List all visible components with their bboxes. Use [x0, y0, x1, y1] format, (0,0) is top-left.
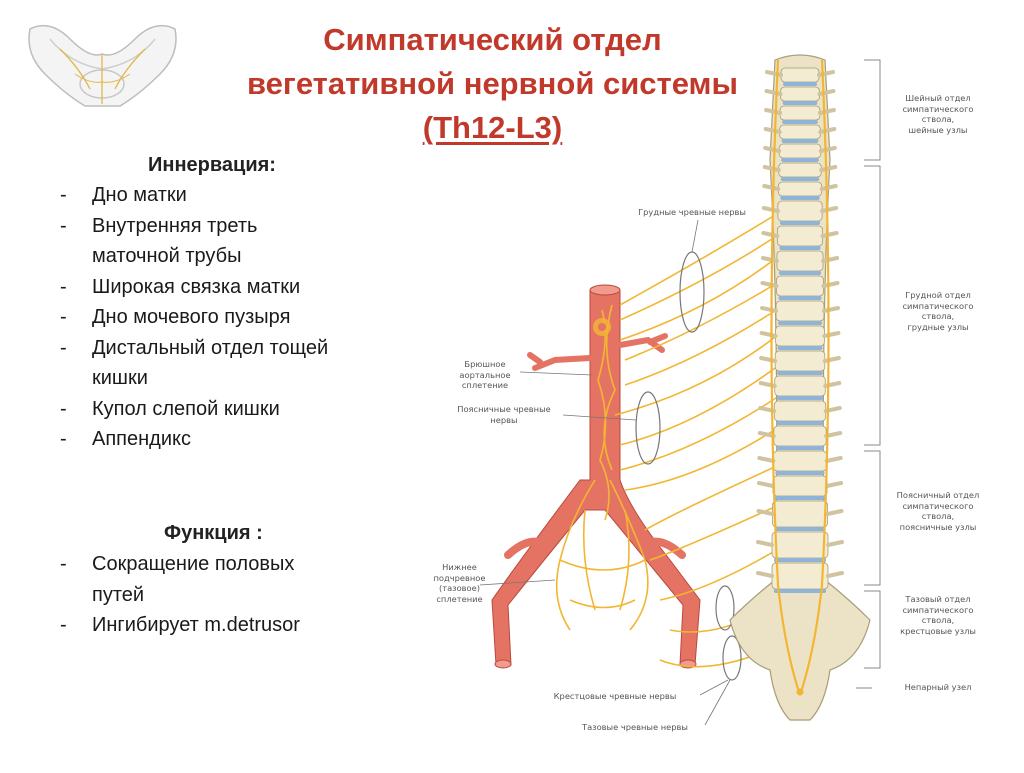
intervertebral-disc	[777, 346, 823, 350]
page-title: Симпатический отдел вегетативной нервной…	[200, 18, 785, 150]
list-item: Внутренняя треть маточной трубы	[58, 211, 302, 272]
vertebra	[771, 531, 829, 559]
transverse-process	[765, 70, 835, 77]
transverse-process	[764, 108, 836, 115]
label-inferior-hypogastric: Нижнее подчревное (тазовое) сплетение	[433, 562, 486, 604]
leader-lines	[479, 219, 731, 726]
title-line-1: Симпатический отдел	[323, 22, 662, 57]
transverse-process	[762, 165, 838, 172]
vertebra	[779, 105, 821, 121]
intervertebral-disc	[780, 196, 820, 200]
transverse-process	[761, 231, 839, 238]
intervertebral-disc	[778, 271, 822, 275]
vertebra	[776, 275, 824, 297]
vertebra	[774, 350, 826, 372]
vertebra	[773, 400, 827, 422]
intervertebral-disc	[782, 120, 818, 124]
transverse-process	[756, 481, 844, 488]
label-pelvic: Тазовый отдел симпатического ствола, кре…	[900, 594, 976, 636]
list-item: Купол слепой кишки	[58, 394, 388, 425]
vertebra	[780, 86, 820, 102]
transverse-process	[760, 281, 840, 288]
intervertebral-disc	[783, 82, 817, 86]
innervation-heading: Иннервация:	[148, 154, 276, 176]
transverse-process	[761, 206, 839, 213]
title-line-3: (Th12-L3)	[422, 110, 563, 145]
label-lumbar-splanchnic: Поясничные чревные нервы	[457, 404, 551, 425]
intervertebral-disc	[777, 371, 823, 375]
intervertebral-disc	[776, 396, 824, 400]
region-brackets	[856, 59, 881, 689]
transverse-process	[763, 146, 837, 153]
vertebra	[775, 325, 825, 347]
transverse-process	[756, 540, 844, 547]
intervertebral-disc	[781, 158, 819, 162]
sympathetic-chain-diagram: Шейный отдел симпатического ствола, шейн…	[380, 40, 1024, 768]
list-item: Ингибирует m.detrusor	[58, 610, 358, 641]
list-item: Дистальный отдел тощей кишки	[58, 333, 388, 394]
intervertebral-disc	[780, 177, 820, 181]
intervertebral-disc	[774, 558, 826, 562]
intervertebral-disc	[774, 589, 826, 593]
vertebra	[777, 181, 823, 197]
label-sacral-splanchnic: Крестцовые чревные нервы	[553, 691, 677, 701]
label-thoracic-splanchnic: Грудные чревные нервы	[638, 207, 746, 217]
intervertebral-disc	[774, 527, 826, 531]
vertebra	[776, 250, 824, 272]
transverse-process	[759, 331, 841, 338]
vertebra	[772, 450, 828, 472]
intervertebral-disc	[781, 139, 819, 143]
callout-ellipses	[635, 251, 742, 681]
label-ganglion-impar: Непарный узел	[904, 682, 972, 692]
vertebra	[772, 500, 828, 528]
title-line-2: вегетативной нервной системы	[247, 66, 738, 101]
vertebra	[777, 200, 823, 222]
transverse-process	[764, 89, 836, 96]
intervertebral-disc	[774, 496, 826, 500]
vertebra	[773, 425, 827, 447]
label-pelvic-splanchnic: Тазовые чревные нервы	[582, 722, 688, 732]
vertebra	[772, 475, 828, 497]
list-item: Широкая связка матки	[58, 272, 388, 303]
list-item: Аппендикс	[58, 424, 388, 455]
list-item: Дно матки	[58, 180, 388, 211]
intervertebral-disc	[779, 246, 821, 250]
list-item: Дно мочевого пузыря	[58, 302, 388, 333]
spine-and-nerves-illustration	[479, 54, 881, 726]
transverse-process	[756, 509, 844, 516]
label-abdominal-plexus: Брюшное аортальное сплетение	[459, 359, 511, 390]
vertebra	[774, 375, 826, 397]
transverse-process	[757, 456, 843, 463]
transverse-process	[760, 256, 840, 263]
pelvis-thumbnail-icon	[28, 24, 177, 107]
vertebra	[778, 143, 822, 159]
vertebra	[771, 562, 829, 590]
innervation-list: Дно матки Внутренняя треть маточной труб…	[58, 180, 388, 455]
label-lumbar: Поясничный отдел симпатического ствола, …	[896, 490, 980, 532]
transverse-process	[759, 356, 841, 363]
list-item: Сокращение половых путей	[58, 549, 332, 610]
aorta-icon	[491, 284, 701, 669]
intervertebral-disc	[782, 101, 818, 105]
vertebra	[776, 225, 823, 247]
sympathetic-trunks	[770, 59, 830, 696]
transverse-process	[762, 184, 838, 191]
intervertebral-disc	[779, 221, 821, 225]
vertebra	[780, 67, 820, 83]
vertebra	[779, 124, 821, 140]
label-thoracic: Грудной отдел симпатического ствола, гру…	[902, 290, 974, 332]
function-heading: Функция :	[164, 522, 263, 544]
intervertebral-disc	[778, 296, 822, 300]
transverse-process	[763, 127, 837, 134]
label-cervical: Шейный отдел симпатического ствола, шейн…	[902, 93, 974, 135]
intervertebral-disc	[775, 446, 825, 450]
transverse-process	[756, 571, 844, 578]
intervertebral-disc	[776, 421, 824, 425]
intervertebral-disc	[778, 321, 822, 325]
transverse-process	[760, 306, 840, 313]
intervertebral-disc	[775, 471, 825, 475]
vertebra	[778, 162, 822, 178]
function-list: Сокращение половых путей Ингибирует m.de…	[58, 549, 358, 641]
vertebra	[775, 300, 825, 322]
